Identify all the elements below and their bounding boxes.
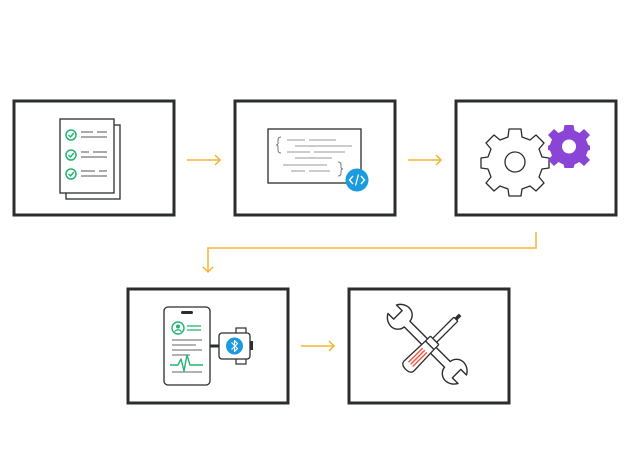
check-icon <box>65 149 77 161</box>
phone-watch-bluetooth-icon <box>163 306 253 386</box>
user-profile-icon <box>171 321 185 335</box>
code-badge-icon <box>345 168 369 192</box>
large-gear-icon <box>480 128 550 197</box>
gears-icon <box>480 125 590 197</box>
bluetooth-icon <box>226 337 243 355</box>
phone-icon <box>163 306 211 386</box>
arrow-requirements-to-code <box>187 154 222 166</box>
check-icon <box>65 168 77 180</box>
checklist-document-icon <box>59 118 121 200</box>
arrow-configure-to-device <box>202 232 537 274</box>
check-icon <box>65 129 77 141</box>
small-gear-icon <box>548 125 590 168</box>
heartbeat-icon <box>170 354 203 372</box>
arrow-device-to-maintenance <box>301 340 336 352</box>
screwdriver-icon <box>402 313 462 373</box>
code-document-icon <box>267 128 369 192</box>
arrow-code-to-configure <box>408 154 443 166</box>
wrench-screwdriver-icon <box>386 303 468 385</box>
smartwatch-icon <box>218 327 253 365</box>
